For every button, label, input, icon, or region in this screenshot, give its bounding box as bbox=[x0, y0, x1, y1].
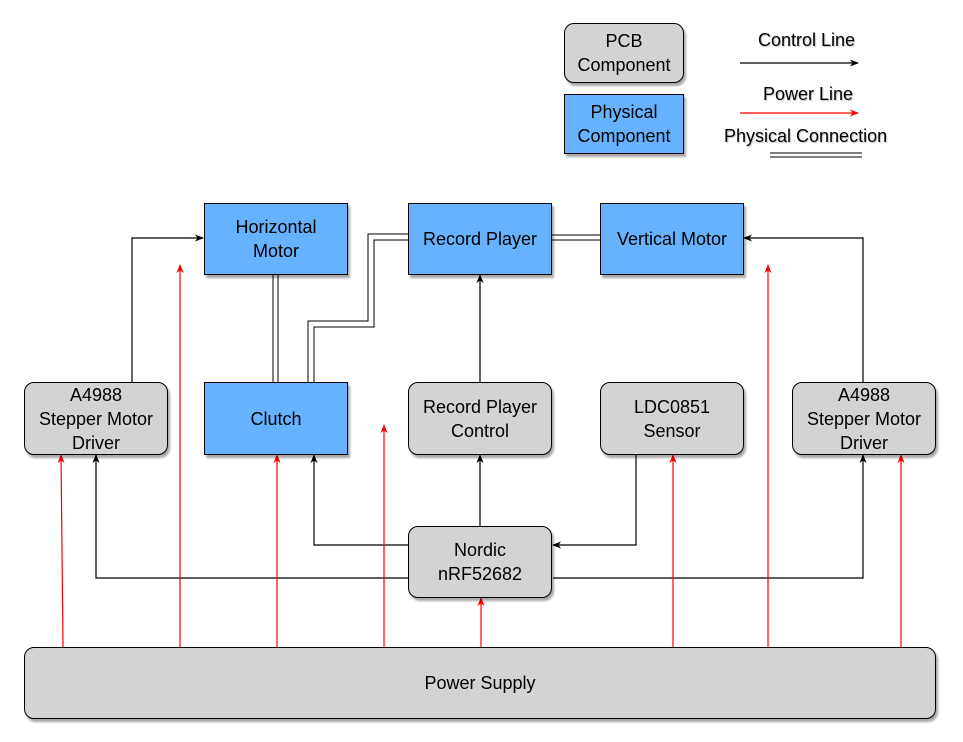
vertical-motor-node: Vertical Motor bbox=[600, 203, 744, 275]
legend-physical-connection-line bbox=[770, 152, 862, 158]
control-driver-left-to-horizontal-motor bbox=[131, 234, 204, 382]
clutch-node: Clutch bbox=[204, 382, 348, 455]
horizontal-motor-node: Horizontal Motor bbox=[204, 203, 348, 275]
control-nordic-to-driver-right bbox=[553, 454, 867, 579]
power-lines bbox=[57, 264, 905, 648]
stepper-driver-right-node: A4988 Stepper Motor Driver bbox=[792, 382, 936, 455]
legend-pcb-component-box: PCB Component bbox=[564, 23, 684, 83]
control-driver-right-to-vertical-motor bbox=[743, 234, 864, 382]
nordic-nrf52682-node: Nordic nRF52682 bbox=[408, 526, 552, 598]
physical-connection-clutch-record-player bbox=[307, 233, 408, 382]
power-to-driver-left bbox=[57, 454, 65, 648]
physical-connection-motor-clutch bbox=[272, 275, 279, 382]
record-player-node: Record Player bbox=[408, 203, 552, 275]
physical-connection-record-player-vertical-motor bbox=[552, 234, 600, 241]
legend-physical-connection-label: Physical Connection bbox=[724, 126, 888, 146]
legend-physical-component-box: Physical Component bbox=[564, 94, 684, 154]
ldc0851-sensor-node: LDC0851 Sensor bbox=[600, 382, 744, 455]
power-supply-node: Power Supply bbox=[24, 647, 936, 719]
control-ldc-to-nordic bbox=[552, 455, 637, 549]
control-lines bbox=[92, 234, 867, 579]
record-player-control-node: Record Player Control bbox=[408, 382, 552, 455]
legend-control-line-label: Control Line bbox=[758, 30, 856, 50]
control-nordic-to-driver-left bbox=[92, 454, 408, 579]
stepper-driver-left-node: A4988 Stepper Motor Driver bbox=[24, 382, 168, 455]
legend-power-line-label: Power Line bbox=[763, 84, 854, 104]
control-nordic-to-clutch bbox=[310, 454, 408, 546]
